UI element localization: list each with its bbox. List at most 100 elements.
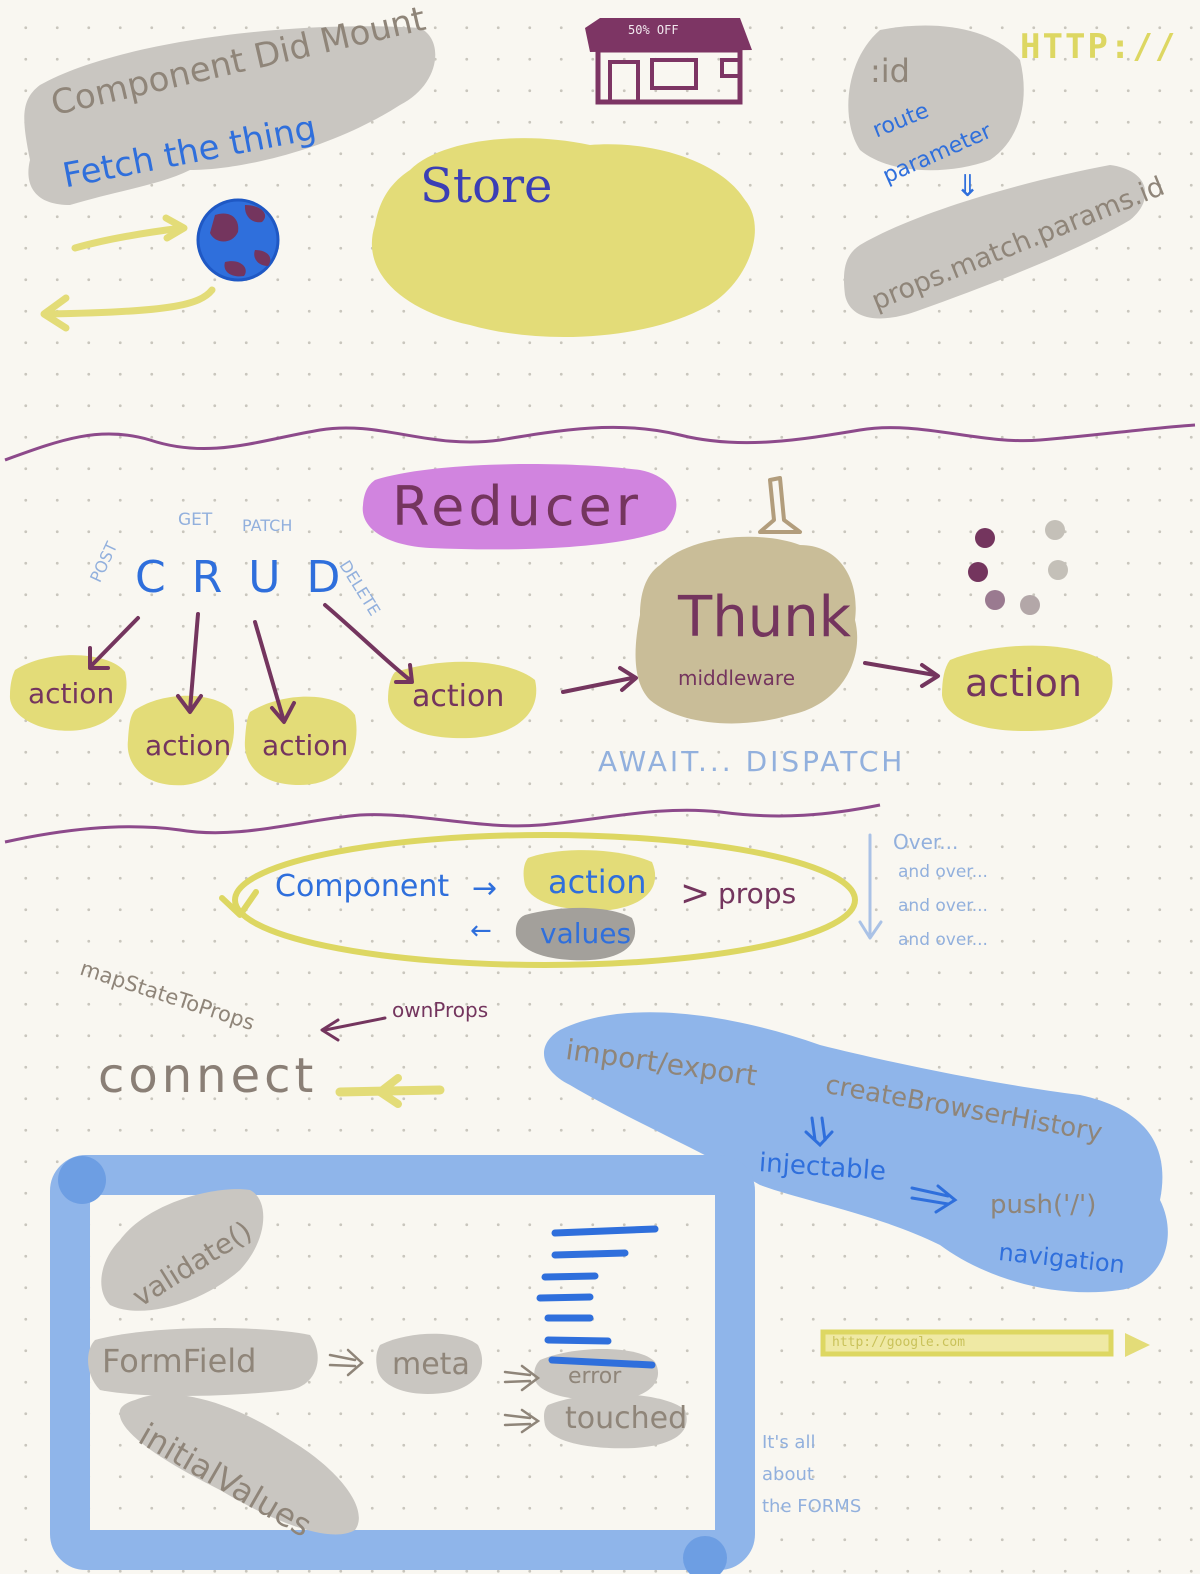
section-divider-top <box>4 423 1196 462</box>
crud-arrowhead-1 <box>88 646 110 670</box>
crud-arrowhead-2 <box>176 694 203 714</box>
crud-arrowhead-4 <box>394 663 414 684</box>
component-cycle-ellipse <box>232 832 858 968</box>
its-all-2-label: about <box>762 1464 814 1485</box>
its-all-3-label: the FORMS <box>762 1496 862 1517</box>
forms-frame-corner-tl <box>58 1156 106 1204</box>
store-cloud <box>371 138 755 337</box>
store-building <box>595 47 743 105</box>
crud-arrow-1 <box>90 616 140 667</box>
values-arrow-left: ← <box>470 916 492 946</box>
injectable-down-arrow <box>804 1116 834 1148</box>
action-4-label: action <box>412 679 505 714</box>
request-arrow <box>71 224 186 252</box>
props-label: props <box>718 877 797 910</box>
field-to-meta-arrow <box>328 1348 364 1377</box>
component-action-highlight <box>523 850 656 911</box>
component-did-mount-highlight <box>24 26 436 206</box>
own-props-arrowhead <box>320 1018 340 1042</box>
forms-frame-corner-br <box>683 1536 727 1574</box>
section-divider-bottom <box>4 803 881 844</box>
loader-dot-3 <box>968 562 988 582</box>
action-3-highlight <box>244 696 357 785</box>
cycle-arrowhead <box>219 889 259 918</box>
loader-dot-1 <box>975 528 995 548</box>
over-4-label: and over... <box>898 930 988 950</box>
action-3-label: action <box>262 729 349 762</box>
forms-frame <box>50 1155 755 1570</box>
thunk-cloud <box>635 536 858 724</box>
action-1-label: action <box>28 677 115 710</box>
http-label: HTTP:// <box>1020 27 1178 67</box>
middleware-label: middleware <box>678 666 795 690</box>
loader-dot-2 <box>1045 520 1065 540</box>
action-2-label: action <box>145 729 232 762</box>
route-parameter-highlight <box>848 25 1024 171</box>
component-action-label: action <box>548 863 647 901</box>
values-label: values <box>540 917 632 950</box>
connect-arrowhead <box>376 1074 402 1108</box>
url-bar-text[interactable]: http://google.com <box>832 1335 966 1350</box>
touched-highlight <box>544 1394 687 1449</box>
its-all-1-label: It's all <box>762 1432 816 1453</box>
method-patch-label: PATCH <box>242 516 293 535</box>
action-2-highlight <box>127 695 235 786</box>
meta-highlight <box>376 1333 483 1394</box>
values-highlight <box>515 907 636 961</box>
own-props-arrow <box>323 1016 387 1032</box>
loader-dot-4 <box>1048 560 1068 580</box>
action-1-highlight <box>9 655 127 731</box>
action-4-highlight <box>388 661 537 739</box>
request-arrowhead <box>162 214 188 242</box>
reducer-highlight <box>362 464 677 550</box>
history-highlight <box>543 1012 1168 1293</box>
meta-to-touched-arrow <box>503 1408 541 1434</box>
connect-label: connect <box>98 1048 318 1104</box>
action-to-thunk-arrow <box>561 676 634 694</box>
globe-land-2 <box>244 205 266 223</box>
validate-highlight <box>101 1189 264 1311</box>
store-badge-label: 50% OFF <box>628 23 679 37</box>
action-out-label: action <box>965 661 1082 705</box>
connect-arrow <box>335 1085 445 1097</box>
touched-label: touched <box>565 1401 688 1436</box>
globe-land-1 <box>210 213 239 242</box>
route-id-label: :id <box>870 52 910 90</box>
await-dispatch-label: AWAIT... DISPATCH <box>598 745 906 778</box>
thunk-to-action-arrow <box>863 661 937 677</box>
crud-arrow-2 <box>188 612 200 712</box>
props-arrow: > <box>680 873 711 914</box>
error-label: error <box>568 1364 622 1389</box>
url-bar[interactable] <box>820 1329 1114 1357</box>
response-arrowhead <box>40 294 70 332</box>
action-to-thunk-arrowhead <box>618 666 638 692</box>
thunk-label: Thunk <box>678 585 852 650</box>
initial-values-highlight <box>119 1394 359 1535</box>
meta-to-error-arrow <box>503 1364 541 1392</box>
response-arrow <box>44 286 216 318</box>
thunk-to-action-arrowhead <box>920 663 940 688</box>
own-props-label: ownProps <box>392 998 489 1022</box>
form-field-label: FormField <box>102 1342 257 1380</box>
push-label: push('/') <box>990 1190 1097 1220</box>
store-label: Store <box>420 158 553 214</box>
url-bar-arrow-icon <box>1125 1333 1150 1357</box>
component-arrow-right: → <box>472 871 498 906</box>
over-3-label: and over... <box>898 896 988 916</box>
crud-arrow-3 <box>253 620 285 720</box>
tree-stump-icon <box>758 476 802 534</box>
loader-dot-6 <box>1020 595 1040 615</box>
crud-label: CRUD <box>135 552 367 603</box>
component-label: Component <box>275 869 450 904</box>
store-window <box>650 58 698 90</box>
crud-arrow-4 <box>323 603 412 682</box>
over-1-label: Over... <box>893 830 959 854</box>
store-door <box>608 60 640 104</box>
store-sign <box>720 58 742 78</box>
meta-label: meta <box>392 1347 470 1382</box>
over-arrowhead <box>858 920 883 940</box>
reducer-label: Reducer <box>392 475 642 538</box>
props-match-highlight <box>843 165 1146 319</box>
method-get-label: GET <box>178 510 213 530</box>
